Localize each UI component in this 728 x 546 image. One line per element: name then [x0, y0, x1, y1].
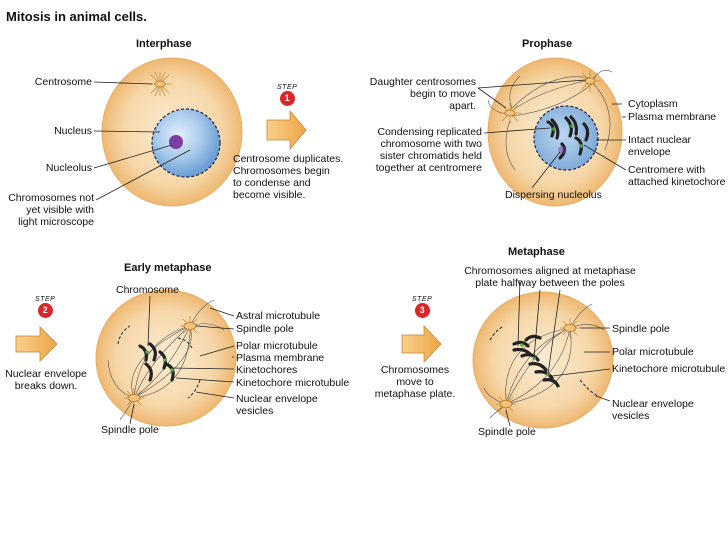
chromosome-label: Chromosome: [116, 284, 180, 296]
metaphase-cell: [472, 291, 614, 429]
metaphase-title: Metaphase: [508, 246, 565, 258]
daughter-label-1: Daughter centrosomes: [369, 76, 476, 88]
step1-arrow: [266, 109, 307, 151]
step3-label: STEP: [412, 296, 433, 303]
kinetochores-label: Kinetochores: [236, 364, 298, 376]
early-metaphase-leaders: [129, 295, 235, 425]
astral-label: Astral microtubule: [236, 310, 321, 322]
spindle-pole-bottom-label: Spindle pole: [101, 424, 159, 436]
centromere-label-1: Centromere with: [628, 164, 706, 176]
interphase-title: Interphase: [136, 38, 192, 50]
kinetochore-mt-label: Kinetochore microtubule: [236, 377, 350, 389]
metaphase-spindle-pole-bottom-label: Spindle pole: [478, 426, 536, 438]
step3-number: 3: [414, 303, 430, 318]
prophase-title: Prophase: [522, 38, 573, 50]
nucleus-label: Nucleus: [54, 125, 92, 137]
step2-arrow: [15, 326, 58, 362]
cytoplasm-label: Cytoplasm: [628, 98, 678, 110]
metaphase-nuc-env-label-1: Nuclear envelope: [612, 398, 694, 410]
step3-arrow: [401, 324, 442, 364]
step3-badge: STEP 3: [412, 296, 432, 318]
daughter-label-2: begin to move: [410, 88, 476, 100]
condensing-label-4: together at centromere: [375, 162, 482, 174]
condensing-label-1: Condensing replicated: [377, 126, 483, 138]
spindle-pole-label: Spindle pole: [236, 323, 294, 335]
dispersing-label: Dispersing nucleolus: [505, 189, 602, 201]
step3-text-2: move to: [396, 376, 434, 388]
centrosome-label: Centrosome: [34, 76, 92, 88]
step2-badge: STEP 2: [35, 296, 55, 318]
intact-envelope-label-2: envelope: [628, 146, 671, 158]
condensing-label-3: sister chromatids held: [379, 150, 482, 162]
chromosomes-label-2: yet visible with: [26, 204, 94, 216]
page-title: Mitosis in animal cells.: [6, 9, 147, 24]
prophase-cell: [487, 57, 623, 207]
aligned-label-2: plate halfway between the poles: [475, 277, 625, 289]
step3-text-3: metaphase plate.: [374, 388, 456, 400]
nuc-env-label-2: vesicles: [236, 405, 274, 417]
intact-envelope-label-1: Intact nuclear: [628, 134, 692, 146]
nuc-env-label-1: Nuclear envelope: [236, 393, 318, 405]
step2-label: STEP: [35, 296, 56, 303]
early-metaphase-cell: [95, 289, 237, 427]
plasma-membrane-label-2: Plasma membrane: [236, 352, 325, 364]
chromosomes-label-3: light microscope: [18, 216, 94, 228]
prophase-chromosomes: [546, 115, 590, 160]
condensing-label-2: chromosome with two: [380, 138, 482, 150]
polar-label: Polar microtubule: [236, 340, 318, 352]
step3-text-1: Chromosomes: [380, 364, 450, 376]
step2-text-2: breaks down.: [14, 380, 78, 392]
step2-text-1: Nuclear envelope: [5, 368, 87, 380]
step1-text-4: become visible.: [233, 189, 306, 201]
centromere-label-2: attached kinetochore: [628, 176, 726, 188]
metaphase-nuc-env-label-2: vesicles: [612, 410, 650, 422]
metaphase-kinetochore-mt-label: Kinetochore microtubule: [612, 363, 726, 375]
metaphase-polar-label: Polar microtubule: [612, 346, 694, 358]
nucleolus-label: Nucleolus: [45, 162, 92, 174]
prophase-leaders: [477, 79, 627, 189]
early-metaphase-title: Early metaphase: [124, 262, 212, 274]
nucleolus-icon: [169, 135, 183, 149]
step1-badge: STEP 1: [277, 84, 297, 106]
step1-text-1: Centrosome duplicates.: [233, 153, 344, 165]
centrosome-icon: [148, 71, 172, 97]
daughter-label-3: apart.: [449, 100, 476, 112]
step1-text-2: Chromosomes begin: [233, 165, 330, 177]
aligned-label-1: Chromosomes aligned at metaphase: [464, 265, 636, 277]
step2-number: 2: [37, 303, 53, 318]
interphase-cell: [101, 57, 243, 207]
step1-number: 1: [279, 91, 295, 106]
metaphase-spindle-pole-label: Spindle pole: [612, 323, 670, 335]
plasma-membrane-label: Plasma membrane: [628, 111, 717, 123]
step1-label: STEP: [277, 84, 298, 91]
chromosomes-label-1: Chromosomes not: [8, 192, 94, 204]
metaphase-leaders: [505, 279, 611, 427]
interphase-leaders: [93, 81, 191, 201]
step1-text-3: to condense and: [233, 177, 311, 189]
